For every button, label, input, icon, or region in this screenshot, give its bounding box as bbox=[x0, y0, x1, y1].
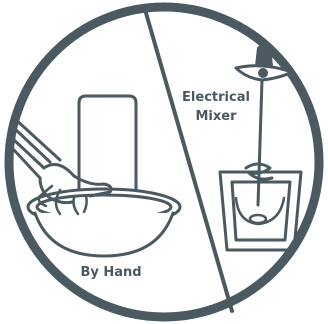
hand-icon bbox=[12, 116, 113, 216]
label-electrical: Electrical bbox=[182, 90, 250, 105]
electrical-mixer-illustration bbox=[218, 44, 303, 252]
by-hand-illustration bbox=[12, 94, 182, 258]
badge-outer-circle bbox=[4, 2, 324, 322]
divider-line bbox=[144, 11, 234, 313]
bowl-icon bbox=[26, 187, 182, 258]
mixer-icon bbox=[234, 44, 294, 207]
label-mixer: Mixer bbox=[195, 109, 237, 124]
label-by-hand: By Hand bbox=[80, 265, 141, 280]
container-icon bbox=[77, 94, 138, 197]
bucket-icon bbox=[218, 170, 303, 252]
